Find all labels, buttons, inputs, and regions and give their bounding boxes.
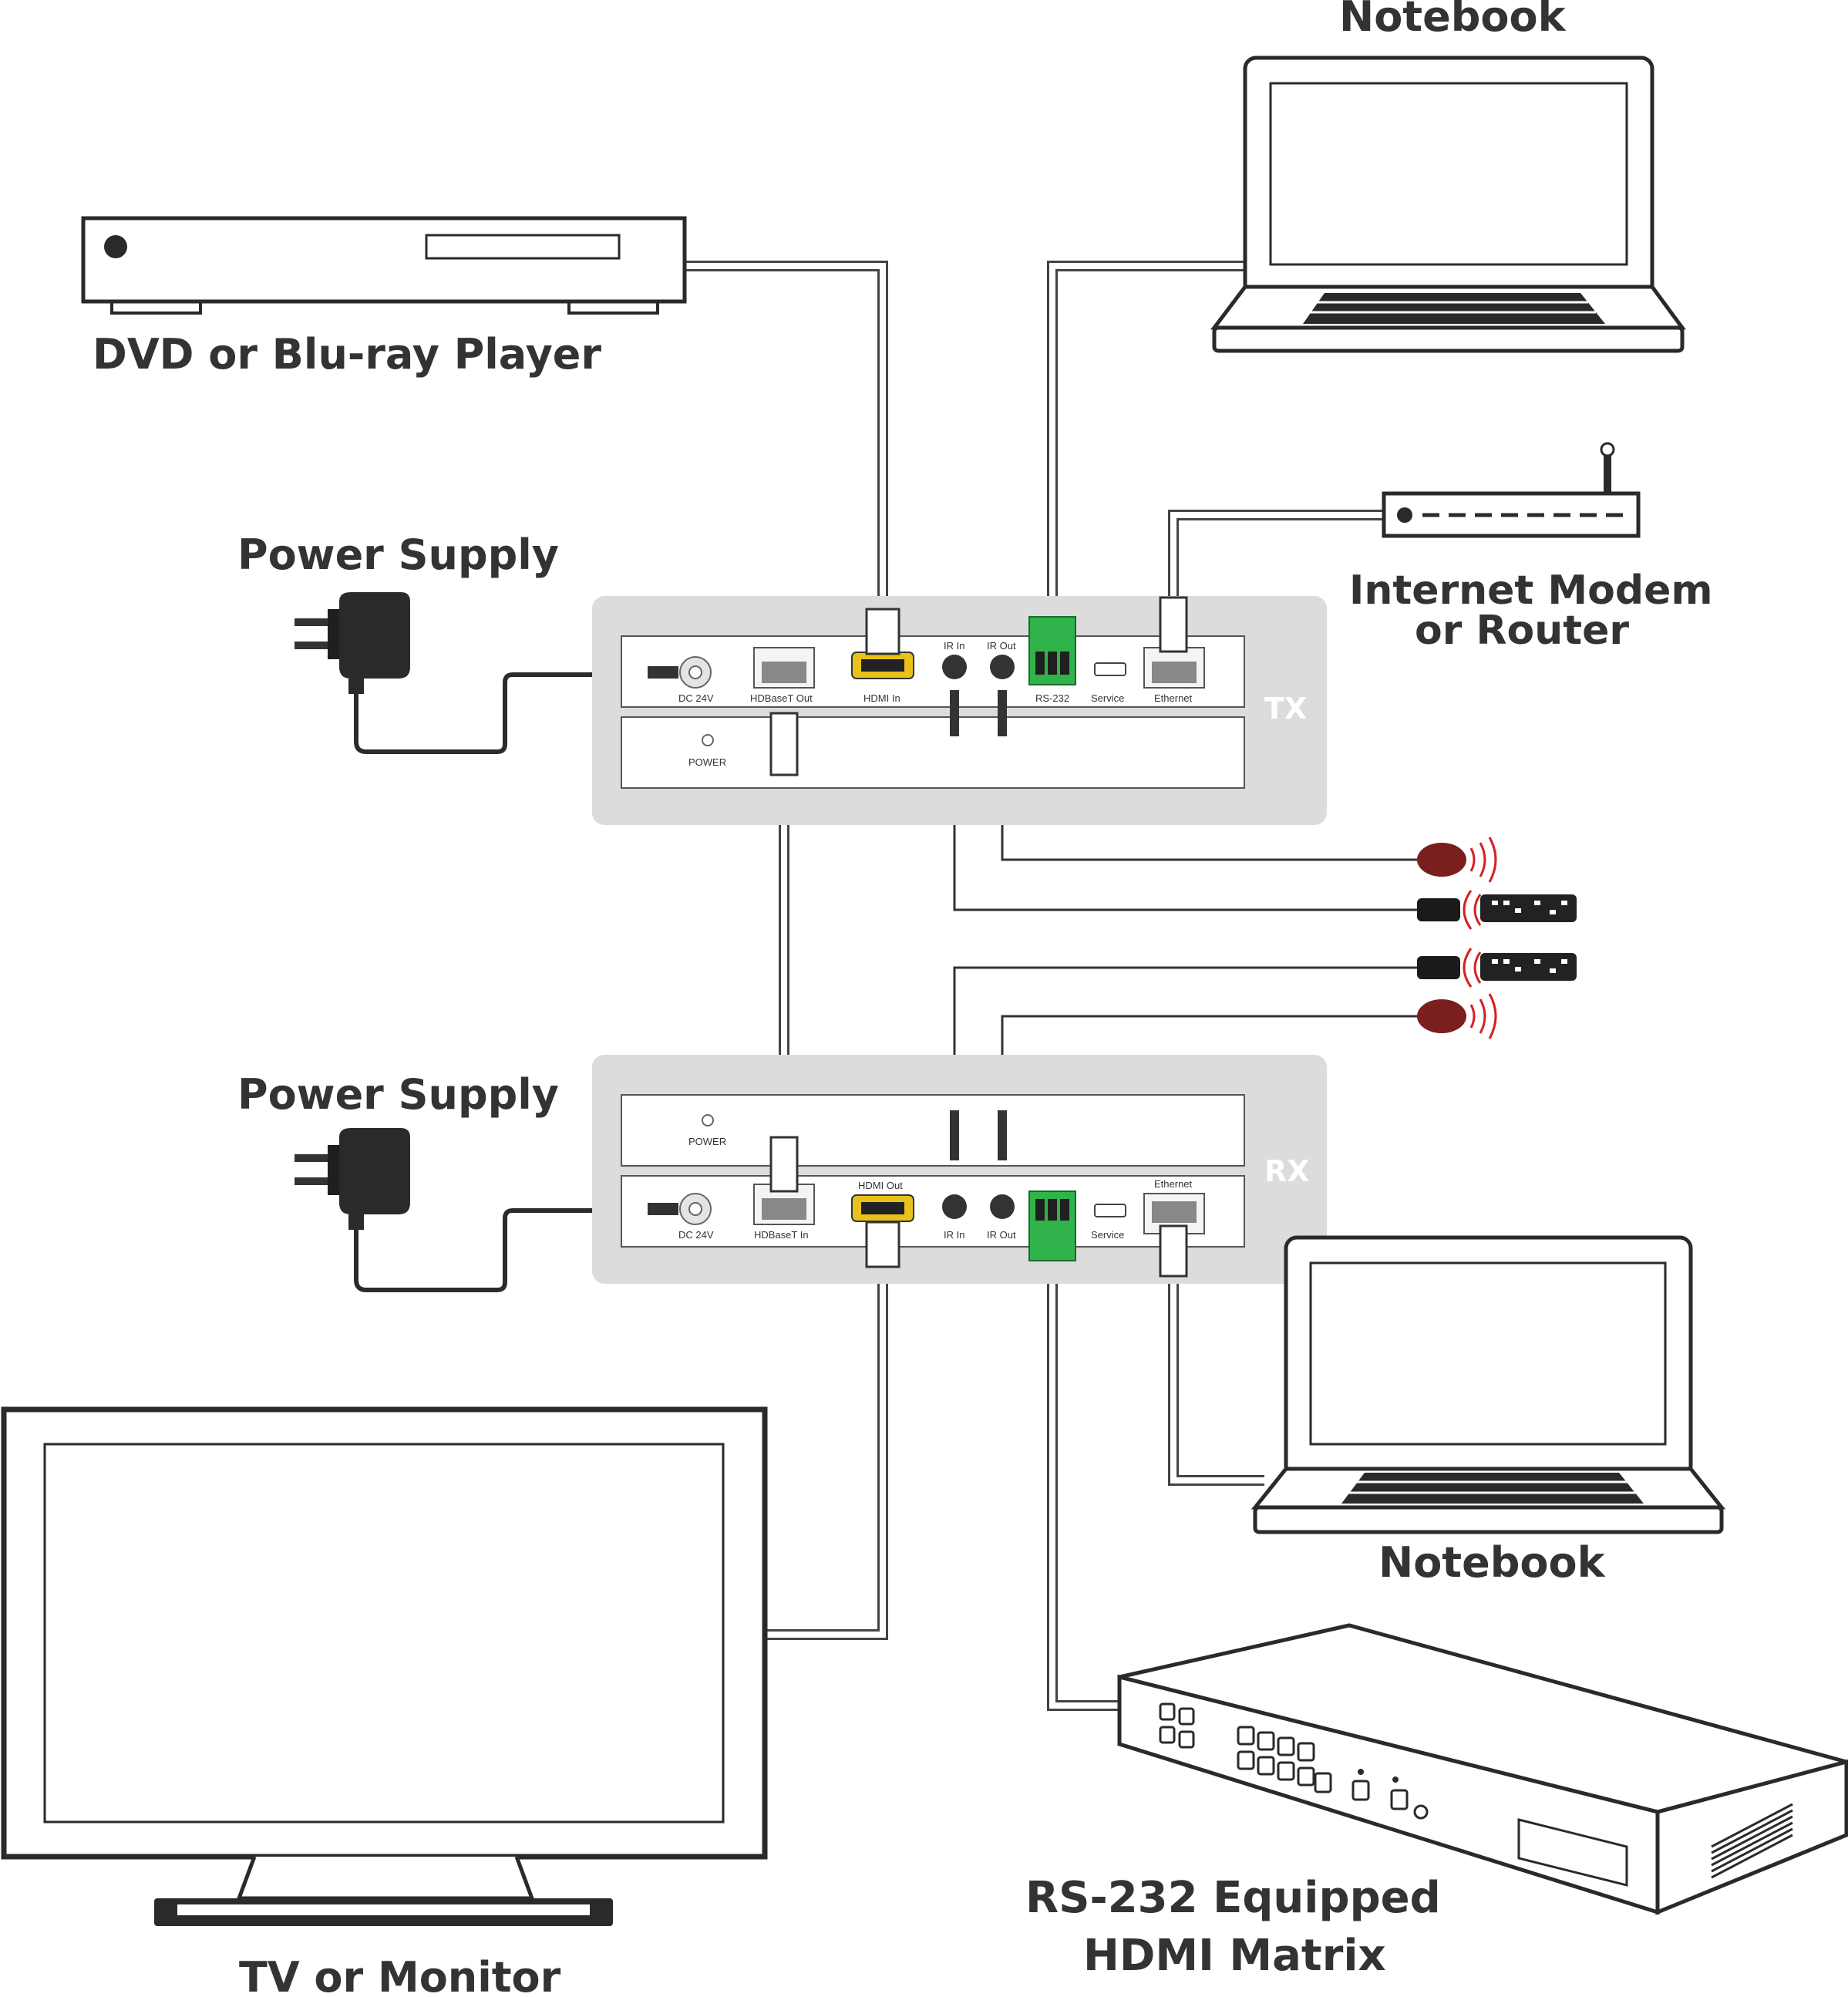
matrix-buttons-icon — [1159, 1702, 1429, 1820]
matrix-vent-icon — [1711, 1803, 1793, 1879]
modem-label-line1: Internet Modem — [1349, 567, 1713, 614]
rx-unit: RX POWER DC 24V HDBaseT In HDMI Out IR I… — [592, 1055, 1327, 1284]
tx-hdmi-plug-icon — [865, 608, 900, 655]
hdmi-cable-dvd — [686, 261, 888, 609]
dvd-power-button-icon — [104, 235, 127, 258]
modem-label-line2: or Router — [1415, 608, 1629, 654]
rx-power-label: POWER — [688, 1136, 726, 1147]
matrix-display-icon — [1517, 1818, 1628, 1887]
tx-hdbaset-label: HDBaseT Out — [750, 692, 813, 704]
router — [1382, 442, 1641, 538]
hdmi-cable-tv — [765, 1280, 888, 1640]
rx-hdmi-label: HDMI Out — [858, 1180, 903, 1191]
dvd-player-label: DVD or Blu-ray Player — [93, 330, 601, 379]
ethernet-cable-notebook — [1168, 1280, 1264, 1486]
rx-hdmi-plug-icon — [865, 1221, 900, 1268]
notebook-top — [1210, 56, 1686, 353]
power-cable-tx — [354, 672, 640, 754]
ir-devices — [1417, 837, 1577, 1039]
tv-monitor — [1, 1406, 768, 1926]
rx-dc-plug-icon — [648, 1203, 678, 1215]
disc-tray-icon — [425, 234, 621, 260]
router-led-icon — [1397, 507, 1412, 523]
rx-ethernet-plug-icon — [1159, 1224, 1188, 1278]
power-cable-rx — [354, 1208, 640, 1292]
tx-service-label: Service — [1091, 692, 1124, 704]
tx-rs232-label: RS-232 — [1035, 692, 1069, 704]
notebook-bottom — [1251, 1235, 1726, 1534]
dvd-player — [81, 216, 687, 315]
tv-label: TV or Monitor — [239, 1953, 561, 1997]
power-supply-rx-label: Power Supply — [237, 1070, 559, 1119]
rx-service-label: Service — [1091, 1229, 1124, 1241]
hdmi-matrix — [1117, 1623, 1848, 1915]
tx-front-panel — [621, 716, 1245, 789]
power-adapter-rx-icon — [295, 1128, 410, 1230]
tx-hdmi-label: HDMI In — [863, 692, 900, 704]
rs232-cable-matrix — [1047, 1265, 1118, 1711]
ir-emitter-rx-icon — [1417, 999, 1466, 1033]
tx-rear-panel — [621, 635, 1245, 708]
tx-hdbaset-plug-icon — [769, 712, 799, 776]
rx-ir-in-label: IR In — [944, 1229, 964, 1241]
tx-dc-label: DC 24V — [678, 692, 714, 704]
tx-dc-plug-icon — [648, 666, 678, 679]
rx-unit-label: RX — [1264, 1154, 1310, 1188]
tx-ir-in-label: IR In — [944, 640, 964, 652]
tx-unit-label: TX — [1264, 692, 1307, 726]
remote-control-tx-icon — [1480, 894, 1577, 922]
ir-receiver-tx-icon — [1417, 898, 1460, 921]
rx-rear-panel — [621, 1175, 1245, 1248]
tx-power-led-icon — [702, 734, 714, 746]
rx-service-usb-icon — [1094, 1204, 1126, 1217]
ir-receiver-rx-icon — [1417, 956, 1460, 979]
tx-ir-out-jack-icon — [990, 655, 1015, 679]
rs232-cable-notebook — [1047, 261, 1245, 617]
tx-unit: TX DC 24V HDBaseT Out HDMI In IR In IR O… — [592, 596, 1327, 825]
rx-front-panel — [621, 1094, 1245, 1167]
matrix-label-line2: HDMI Matrix — [1083, 1931, 1386, 1981]
tx-ir-in-jack-icon — [942, 655, 967, 679]
rx-ir-out-jack-icon — [990, 1194, 1015, 1219]
rx-hdbaset-plug-icon — [769, 1136, 799, 1193]
rx-dc-label: DC 24V — [678, 1229, 714, 1241]
matrix-label-line1: RS-232 Equipped — [1025, 1873, 1441, 1923]
rx-ir-out-label: IR Out — [987, 1229, 1016, 1241]
tx-service-usb-icon — [1094, 662, 1126, 676]
tx-power-label: POWER — [688, 756, 726, 768]
tx-ethernet-label: Ethernet — [1154, 692, 1193, 704]
tx-ir-out-label: IR Out — [987, 640, 1016, 652]
rx-ir-in-jack-icon — [942, 1194, 967, 1219]
power-adapter-tx-icon — [295, 592, 410, 694]
power-supply-tx-label: Power Supply — [237, 530, 559, 579]
rx-hdbaset-label: HDBaseT In — [754, 1229, 809, 1241]
remote-control-rx-icon — [1480, 953, 1577, 981]
rx-power-led-icon — [702, 1114, 714, 1126]
rx-ethernet-label: Ethernet — [1154, 1178, 1193, 1190]
keyboard-bottom-icon — [1341, 1473, 1644, 1504]
keyboard-icon — [1303, 293, 1605, 324]
notebook-top-label: Notebook — [1339, 0, 1567, 41]
ir-emitter-tx-icon — [1417, 843, 1466, 877]
notebook-bottom-label: Notebook — [1378, 1538, 1606, 1587]
cables — [354, 261, 1419, 1711]
tx-ethernet-plug-icon — [1159, 596, 1188, 653]
